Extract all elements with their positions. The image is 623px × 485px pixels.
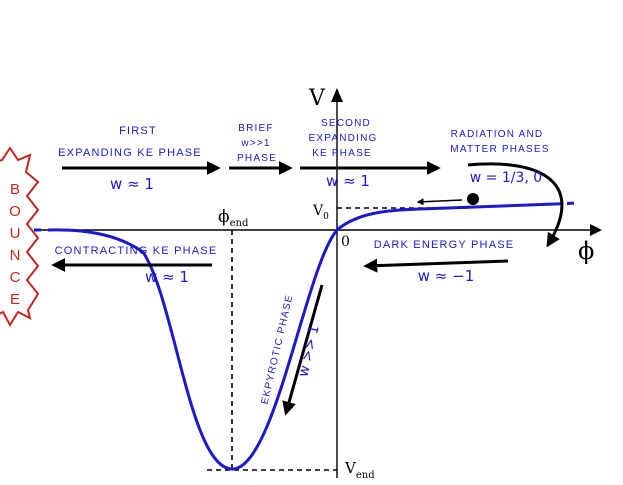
dark-energy-w: w ≈ −1 [418,267,474,285]
vend-label: Vend [344,459,375,481]
first-phase-title: FIRST [119,125,157,137]
brief-phase-line3: PHASE [237,153,277,164]
x-axis-arrowhead [590,224,602,236]
radiation-phase-line1: RADIATION AND [451,129,544,140]
bounce-letter-b: B [10,181,20,198]
v0-label: V0 [312,203,329,222]
y-axis-label: V [308,86,326,111]
contracting-label: CONTRACTING KE PHASE [55,245,218,257]
bounce-letter-o: O [9,203,21,220]
brief-phase-line1: BRIEF [238,123,273,134]
potential-curve [47,202,556,471]
second-phase-line1: SECOND [321,118,371,129]
dark-energy-label: DARK ENERGY PHASE [374,239,515,251]
bounce-starburst [0,146,40,328]
bounce-letter-u: U [10,225,21,242]
brief-phase-line2: w>>1 [240,138,270,149]
first-phase-w: w ≈ 1 [110,175,154,193]
bounce-letter-n: N [10,247,21,264]
ekpyrotic-arrow [282,284,324,416]
origin-label: 0 [341,234,350,250]
y-axis-arrowhead [331,88,343,102]
ball-roll-arrow [416,198,463,206]
radiation-matter-arrow [467,162,564,248]
phi-end-label: ϕend [218,207,249,229]
ekpyrotic-label: EKPYROTIC PHASE [260,293,296,405]
dark-energy-arrow [363,258,509,273]
second-phase-line2: EXPANDING [309,133,378,144]
field-ball [467,193,479,205]
radiation-phase-line2: MATTER PHASES [450,144,549,155]
x-axis-label: ϕ [578,237,594,265]
first-phase-subtitle: EXPANDING KE PHASE [58,147,202,159]
second-phase-w: w ≈ 1 [326,172,370,190]
potential-curve-dashed-tail [554,201,579,206]
bounce-letter-c: C [10,269,21,286]
bounce-letter-e: E [10,291,20,308]
contracting-w: w ≈ 1 [145,268,189,286]
second-phase-line3: KE PHASE [312,148,372,159]
radiation-phase-w: w = 1/3, 0 [470,170,542,186]
